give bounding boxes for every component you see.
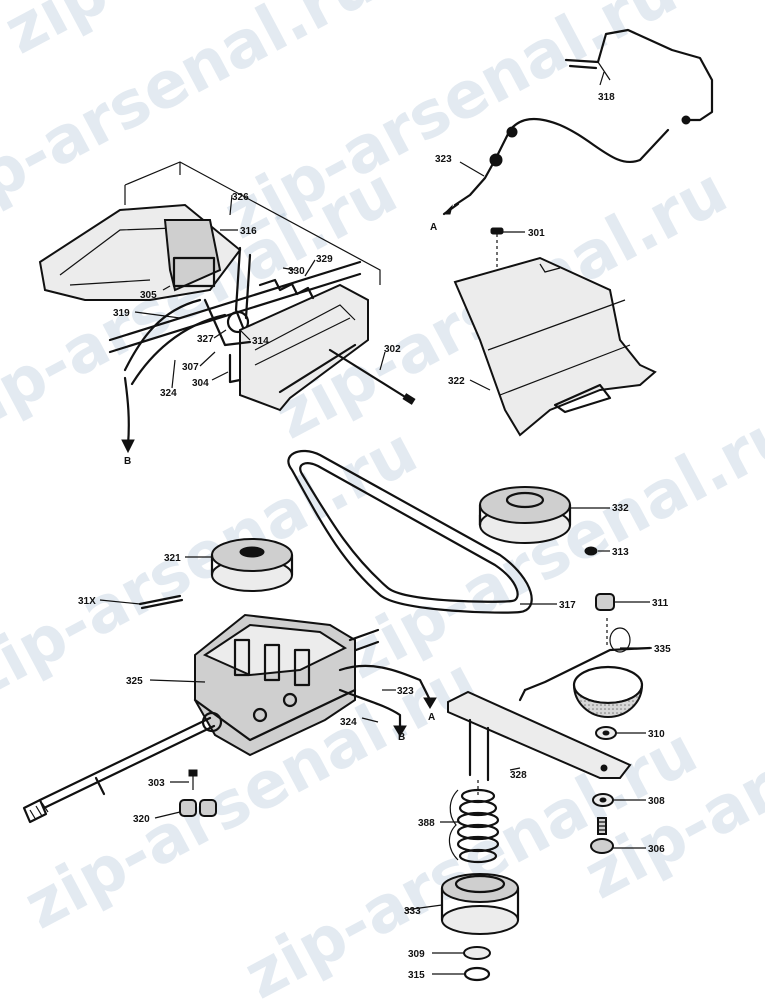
label-303: 303 xyxy=(148,778,165,789)
label-326: 326 xyxy=(232,192,249,203)
idler-arm-328 xyxy=(447,690,632,795)
part-labels: 318 323 A 301 326 316 305 330 329 319 32… xyxy=(78,92,671,981)
label-314: 314 xyxy=(252,336,269,347)
bushing-311 xyxy=(595,593,615,611)
label-309: 309 xyxy=(408,949,425,960)
control-rod-318 xyxy=(564,28,714,125)
leader-lines xyxy=(99,71,652,975)
label-324-mid: 324 xyxy=(340,717,357,728)
label-333: 333 xyxy=(404,906,421,917)
washer-310 xyxy=(595,726,617,740)
pulley-332 xyxy=(478,486,572,544)
clip-315 xyxy=(463,966,491,982)
belt-guard-322 xyxy=(453,256,657,437)
label-323-mid: 323 xyxy=(397,686,414,697)
shift-assembly xyxy=(38,161,416,454)
cable-323 xyxy=(442,117,670,216)
label-323: 323 xyxy=(435,154,452,165)
label-388: 388 xyxy=(418,818,435,829)
label-329: 329 xyxy=(316,254,333,265)
bolt-306 xyxy=(590,817,614,854)
label-330: 330 xyxy=(288,266,305,277)
label-318: 318 xyxy=(598,92,615,103)
label-305: 305 xyxy=(140,290,157,301)
label-313: 313 xyxy=(612,547,629,558)
label-b: B xyxy=(124,456,131,467)
label-317: 317 xyxy=(559,600,576,611)
washer-308 xyxy=(592,793,614,807)
label-31x: 31X xyxy=(78,596,96,607)
label-327: 327 xyxy=(197,334,214,345)
spring-335 xyxy=(518,618,652,718)
label-328: 328 xyxy=(510,770,527,781)
label-308: 308 xyxy=(648,796,665,807)
label-307: 307 xyxy=(182,362,199,373)
label-304: 304 xyxy=(192,378,209,389)
key-31x xyxy=(138,594,184,610)
label-324: 324 xyxy=(160,388,177,399)
label-a-mid: A xyxy=(428,712,435,723)
label-321: 321 xyxy=(164,553,181,564)
label-316: 316 xyxy=(240,226,257,237)
label-335: 335 xyxy=(654,644,671,655)
spring-stack-388 xyxy=(448,788,500,864)
label-325: 325 xyxy=(126,676,143,687)
washer-309 xyxy=(463,946,491,960)
transaxle-325 xyxy=(22,613,437,824)
label-319: 319 xyxy=(113,308,130,319)
bolt-303 xyxy=(188,769,198,790)
screw-313 xyxy=(584,546,598,556)
v-belt-317 xyxy=(287,449,533,614)
label-320: 320 xyxy=(133,814,150,825)
label-311: 311 xyxy=(652,598,669,609)
clip-320 xyxy=(179,799,217,817)
label-315: 315 xyxy=(408,970,425,981)
pulley-321 xyxy=(210,538,294,592)
label-301: 301 xyxy=(528,228,545,239)
label-332: 332 xyxy=(612,503,629,514)
label-310: 310 xyxy=(648,729,665,740)
label-302: 302 xyxy=(384,344,401,355)
label-306: 306 xyxy=(648,844,665,855)
label-b-mid: B xyxy=(398,732,405,743)
label-322: 322 xyxy=(448,376,465,387)
idler-pulley-333 xyxy=(440,873,520,935)
label-a: A xyxy=(430,222,437,233)
